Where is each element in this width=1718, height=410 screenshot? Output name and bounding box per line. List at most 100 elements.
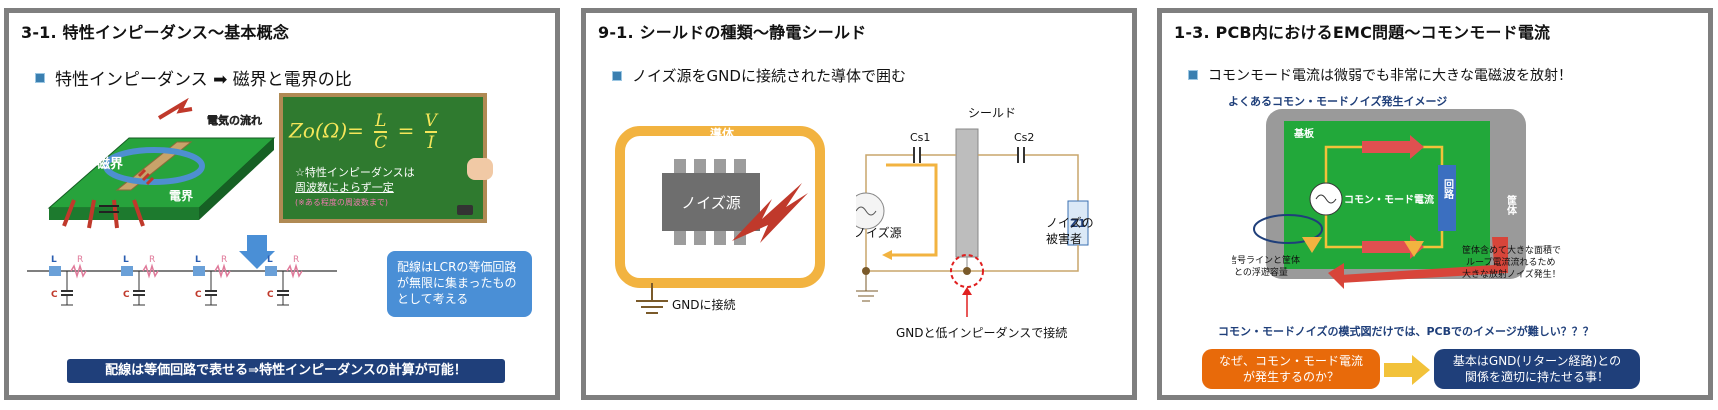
magnetic-field-ring (103, 147, 205, 185)
lcr-stage-1: L R C (49, 255, 87, 306)
answer-pill-line-1: 基本はGND(リターン経路)との (1452, 354, 1622, 368)
summary-bar: 配線は等価回路で表せる⇒特性インピーダンスの計算が可能！ (67, 359, 505, 383)
formula-eq: = (397, 118, 415, 143)
label-c-1: C (51, 290, 58, 300)
answer-pill: 基本はGND(リターン経路)との 関係を適切に持たせる事！ (1434, 349, 1640, 389)
slide-title: 9-1. シールドの種類～静電シールド (598, 23, 867, 42)
lcr-stage-4: L R C (265, 255, 303, 306)
stray-capacitance-highlight (1253, 214, 1323, 244)
current-arrow-icon (157, 98, 193, 120)
question-pill: なぜ、コモン・モード電流 が発生するのか？ (1202, 349, 1380, 389)
conductor-label: 導体 (710, 126, 735, 141)
hand-icon (467, 158, 493, 180)
label-c-4: C (267, 290, 274, 300)
stray-cap-label-2: との浮遊容量 (1234, 266, 1288, 278)
label-current: 電気の流れ (207, 113, 262, 127)
slide-electrostatic-shield: 9-1. シールドの種類～静電シールド ノイズ源をGNDに接続された導体で囲む … (581, 8, 1137, 400)
z1-label: Z1 (1070, 217, 1086, 230)
cm-current-label: コモン・モード電流 (1344, 193, 1434, 206)
bullet-text: 特性インピーダンス ➡ 磁界と電界の比 (55, 70, 352, 90)
trace-field-illustration: 磁界 電気の流れ 電界 (47, 98, 276, 229)
formula-fraction-vi: V I (424, 111, 438, 153)
chassis-label: 筐体 (1505, 194, 1517, 216)
shield-label: シールド (968, 106, 1016, 120)
label-c-3: C (195, 290, 202, 300)
answer-pill-line-2: 関係を適切に持たせる事！ (1464, 370, 1609, 384)
image-title: よくあるコモン・モードノイズ発生イメージ (1228, 95, 1448, 108)
eraser-icon (457, 205, 473, 215)
right-arrow-icon (1384, 355, 1430, 385)
label-l-2: L (123, 255, 129, 265)
shield-circuit-diagram: シールド Cs1 Cs2 Z1 ノイズ源 ノイズの 被害者 GNDと低インピーダ… (856, 106, 1094, 340)
board-text: ☆特性インピーダンスは 周波数によらず一定 (※ある程度の周波数まで) (295, 165, 415, 210)
formula-l: L (374, 111, 388, 133)
label-c-2: C (123, 290, 130, 300)
victim-label-1: ノイズの (1046, 215, 1094, 230)
label-electric: 電界 (169, 188, 193, 203)
slide-title: 3-1. 特性インピーダンス～基本概念 (21, 23, 290, 42)
ic-label: ノイズ源 (681, 194, 741, 212)
label-l-1: L (51, 255, 57, 265)
conductor-enclosure-diagram: 導体 ノイズ源 GNDに接続 (615, 126, 825, 314)
bullet-text: ノイズ源をGNDに接続された導体で囲む (632, 67, 906, 85)
bullet-point: コモンモード電流は微弱でも非常に大きな電磁波を放射！ (1188, 65, 1572, 85)
label-l-3: L (195, 255, 201, 265)
victim-label-2: 被害者 (1046, 231, 1082, 246)
question-text: コモン・モードノイズの模式図だけでは、PCBでのイメージが難しい？？？ (1218, 325, 1594, 338)
bullet-square-icon (612, 70, 622, 81)
loop-label-1: 筐体含めて大きな面積で (1462, 244, 1561, 256)
loop-label-3: 大きな放射ノイズ発生！ (1462, 268, 1561, 280)
bullet-square-icon (35, 72, 45, 83)
shield-plate (955, 128, 979, 258)
label-magnetic: 磁界 (97, 156, 123, 172)
down-arrow-icon (239, 235, 275, 269)
coil-icon (137, 168, 155, 186)
label-r-2: R (149, 255, 155, 265)
label-r-4: R (293, 255, 299, 265)
explanation-callout: 配線はLCRの等価回路が無限に集まったものとして考える (387, 251, 532, 317)
common-mode-diagram: 基板 筐体 回路 コモン・モード電流 信号ラインと筐体 との浮遊容量 筐体含めて… (1232, 109, 1561, 289)
noise-source-label: ノイズ源 (856, 225, 902, 240)
board-line-2: 周波数によらず一定 (295, 181, 394, 194)
slide-common-mode-current: 1-3. PCB内におけるEMC問題～コモンモード電流 コモンモード電流は微弱で… (1157, 8, 1713, 400)
lightning-icon (732, 183, 808, 243)
lcr-stage-2: L R C (121, 255, 159, 306)
conductor-box (615, 126, 825, 288)
formula-v: V (424, 111, 438, 133)
question-pill-line-1: なぜ、コモン・モード電流 (1218, 354, 1363, 368)
ac-source-icon (856, 192, 885, 230)
pcb-side (199, 138, 274, 220)
board-note: (※ある程度の周波数まで) (295, 198, 388, 207)
low-impedance-label: GNDと低インピーダンスで接続 (896, 325, 1067, 340)
ic-pins (674, 159, 746, 245)
label-r-1: R (77, 255, 83, 265)
board-label: 基板 (1293, 127, 1315, 140)
bullet-square-icon (1188, 70, 1198, 80)
loop-label-2: ループ電流流れるため (1466, 256, 1555, 268)
cs2-label: Cs2 (1014, 131, 1034, 144)
ic-chip (662, 173, 760, 231)
electric-field-arrows (62, 199, 145, 229)
loop-arrow (1340, 237, 1508, 283)
impedance-formula: Zo(Ω)= L C = V I (289, 111, 441, 153)
bullet-point: ノイズ源をGNDに接続された導体で囲む (612, 65, 906, 86)
pcb-front (49, 208, 199, 220)
slide-characteristic-impedance: 3-1. 特性インピーダンス～基本概念 特性インピーダンス ➡ 磁界と電界の比 … (4, 8, 560, 400)
formula-fraction-lc: L C (374, 111, 388, 153)
bullet-point: 特性インピーダンス ➡ 磁界と電界の比 (35, 65, 352, 90)
chalkboard: Zo(Ω)= L C = V I ☆特性インピーダンスは 周波数によらず一定 (… (279, 93, 487, 223)
formula-left: Zo(Ω)= (289, 118, 364, 143)
question-pill-line-2: が発生するのか？ (1242, 370, 1339, 384)
lcr-ladder-circuit: L R C L R C L R C L R (27, 255, 337, 306)
label-l-4: L (267, 255, 273, 265)
formula-c: C (374, 133, 388, 153)
bullet-text: コモンモード電流は微弱でも非常に大きな電磁波を放射！ (1208, 68, 1572, 84)
gnd-connect-label: GNDに接続 (672, 297, 736, 312)
formula-i: I (427, 133, 435, 153)
lcr-stage-3: L R C (193, 255, 231, 306)
current-arrow-top (1362, 135, 1424, 159)
circuit-label: 回路 (1442, 179, 1454, 200)
board-line-1: ☆特性インピーダンスは (295, 166, 415, 179)
label-r-3: R (221, 255, 227, 265)
stray-cap-label-1: 信号ラインと筐体 (1232, 254, 1300, 266)
